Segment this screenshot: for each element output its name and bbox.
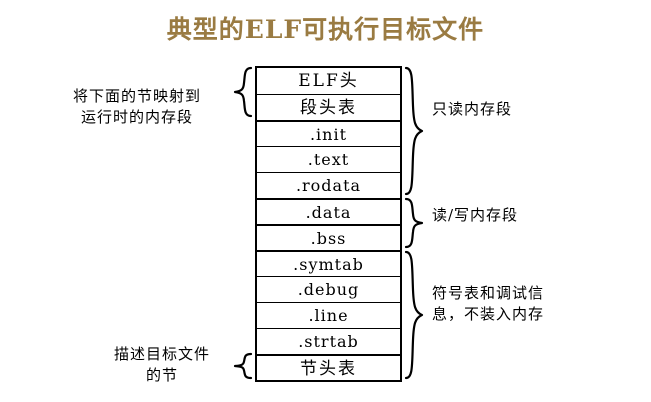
- annotation-line: 息，不装入内存: [432, 305, 545, 323]
- left-brace-map-to-memory-icon: [232, 66, 253, 118]
- page-title: 典型的ELF可执行目标文件: [166, 15, 485, 44]
- annotation-read-write-memory-segment: 读/写内存段: [432, 205, 518, 226]
- table-row: .debug: [257, 276, 400, 302]
- annotation-line: 的节: [145, 366, 178, 384]
- annotation-line: 符号表和调试信: [432, 284, 545, 302]
- annotation-symbol-and-debug-info: 符号表和调试信 息，不装入内存: [432, 283, 544, 325]
- annotation-line: 只读内存段: [432, 100, 513, 118]
- table-row: 节头表: [257, 354, 400, 380]
- annotation-describes-object-file-sections: 描述目标文件 的节: [96, 344, 228, 386]
- table-row: .bss: [257, 224, 400, 250]
- right-brace-not-loaded-icon: [403, 250, 425, 380]
- table-row: .line: [257, 302, 400, 328]
- table-row: .strtab: [257, 328, 400, 354]
- table-row: .rodata: [257, 172, 400, 198]
- left-brace-section-header-icon: [232, 352, 253, 380]
- annotation-read-only-memory-segment: 只读内存段: [432, 99, 512, 120]
- right-brace-read-only-icon: [403, 66, 425, 196]
- table-row: .symtab: [257, 250, 400, 276]
- annotation-line: 读/写内存段: [432, 206, 519, 224]
- table-row: .text: [257, 146, 400, 172]
- annotation-line: 运行时的内存段: [80, 108, 193, 126]
- annotation-line: 描述目标文件: [113, 345, 210, 363]
- table-row: 段头表: [257, 94, 400, 120]
- annotation-line: 将下面的节映射到: [72, 87, 201, 105]
- table-row: .data: [257, 198, 400, 224]
- table-row: .init: [257, 120, 400, 146]
- right-brace-read-write-icon: [403, 197, 425, 249]
- annotation-map-to-memory-segment: 将下面的节映射到 运行时的内存段: [46, 86, 228, 128]
- table-row: ELF头: [298, 71, 359, 91]
- elf-file-layout-table: ELF头 段头表 .init .text .rodata .data .bss …: [255, 66, 402, 382]
